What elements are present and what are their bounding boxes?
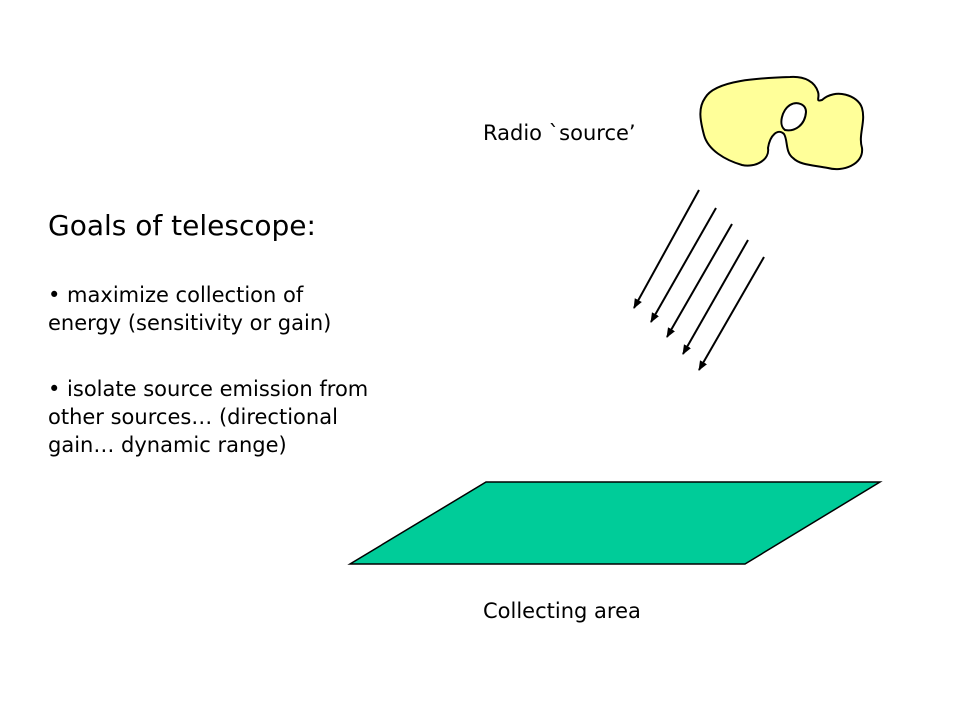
goals-heading: Goals of telescope: <box>48 209 316 242</box>
collecting-area-label: Collecting area <box>483 599 641 623</box>
radio-source-blob <box>699 75 865 170</box>
ray-arrow <box>698 256 765 371</box>
ray-arrow <box>650 207 717 323</box>
ray-arrow <box>633 189 700 309</box>
incoming-rays <box>633 189 765 371</box>
radio-source-label: Radio `source’ <box>483 121 636 145</box>
goal-bullet-sensitivity: • maximize collection of energy (sensiti… <box>48 283 332 335</box>
ray-arrow <box>682 239 749 355</box>
ray-arrow <box>666 223 733 338</box>
collecting-area-shape <box>347 481 883 565</box>
goal-bullet-isolation: • isolate source emission from other sou… <box>48 377 369 457</box>
